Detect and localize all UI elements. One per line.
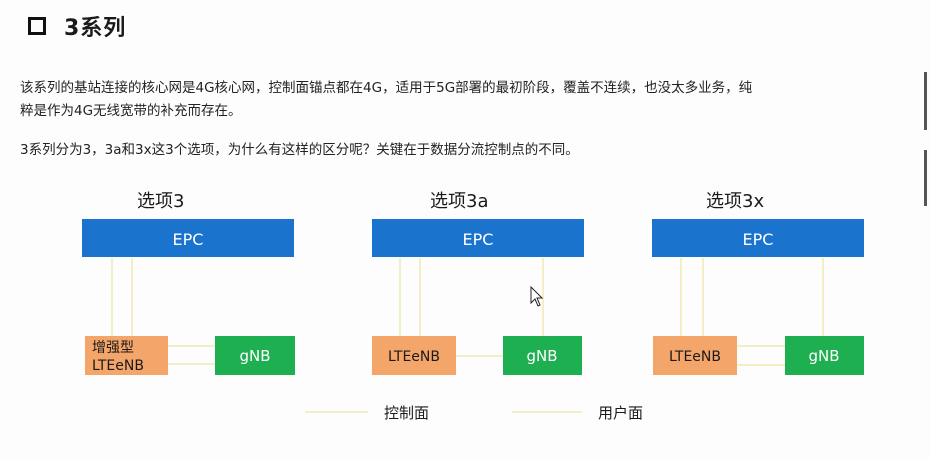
- scrollbar-segment[interactable]: [924, 72, 927, 130]
- epc-label: EPC: [173, 230, 204, 249]
- lte-enb-box: [372, 336, 456, 375]
- lte-label-line2: LTEeNB: [92, 358, 144, 374]
- option-3a-group: 选项3a EPC LTEeNB gNB: [372, 191, 584, 375]
- gnb-label: gNB: [526, 347, 557, 365]
- gnb-box: [503, 336, 582, 375]
- epc-label: EPC: [743, 230, 774, 249]
- gnb-label: gNB: [239, 347, 270, 365]
- option-3x-label: 选项3x: [706, 191, 764, 212]
- page-title: 3系列: [64, 16, 127, 41]
- lte-label: LTEeNB: [388, 349, 440, 365]
- lte-enb-box: [653, 336, 737, 375]
- option-3-group: 选项3 EPC 增强型 LTEeNB gNB: [82, 191, 295, 375]
- lte-label: LTEeNB: [669, 349, 721, 365]
- mouse-cursor-icon: [530, 286, 544, 307]
- paragraph-2: 粹是作为4G无线宽带的补充而存在。: [20, 103, 242, 119]
- epc-box: [652, 219, 864, 257]
- title-row: 3系列: [28, 8, 126, 44]
- legend-user-label: 用户面: [598, 404, 643, 422]
- epc-box: [372, 219, 584, 257]
- option-3a-label: 选项3a: [430, 191, 488, 212]
- gnb-box: [215, 336, 295, 375]
- square-bullet-icon: [28, 17, 46, 35]
- gnb-box: [785, 336, 864, 375]
- paragraph-1: 该系列的基站连接的核心网是4G核心网，控制面锚点都在4G，适用于5G部署的最初阶…: [20, 80, 753, 96]
- legend-control-label: 控制面: [384, 404, 429, 422]
- paragraph-3: 3系列分为3，3a和3x这3个选项，为什么有这样的区分呢？关键在于数据分流控制点…: [20, 142, 579, 158]
- epc-box: [82, 219, 294, 257]
- legend: 控制面 用户面: [305, 404, 643, 422]
- gnb-label: gNB: [808, 347, 839, 365]
- scrollbar-segment[interactable]: [924, 150, 927, 206]
- lte-label-line1: 增强型: [92, 340, 134, 356]
- option-3-label: 选项3: [137, 191, 184, 212]
- epc-label: EPC: [463, 230, 494, 249]
- option-3x-group: 选项3x EPC LTEeNB gNB: [652, 191, 864, 375]
- lte-enb-box: [85, 336, 168, 375]
